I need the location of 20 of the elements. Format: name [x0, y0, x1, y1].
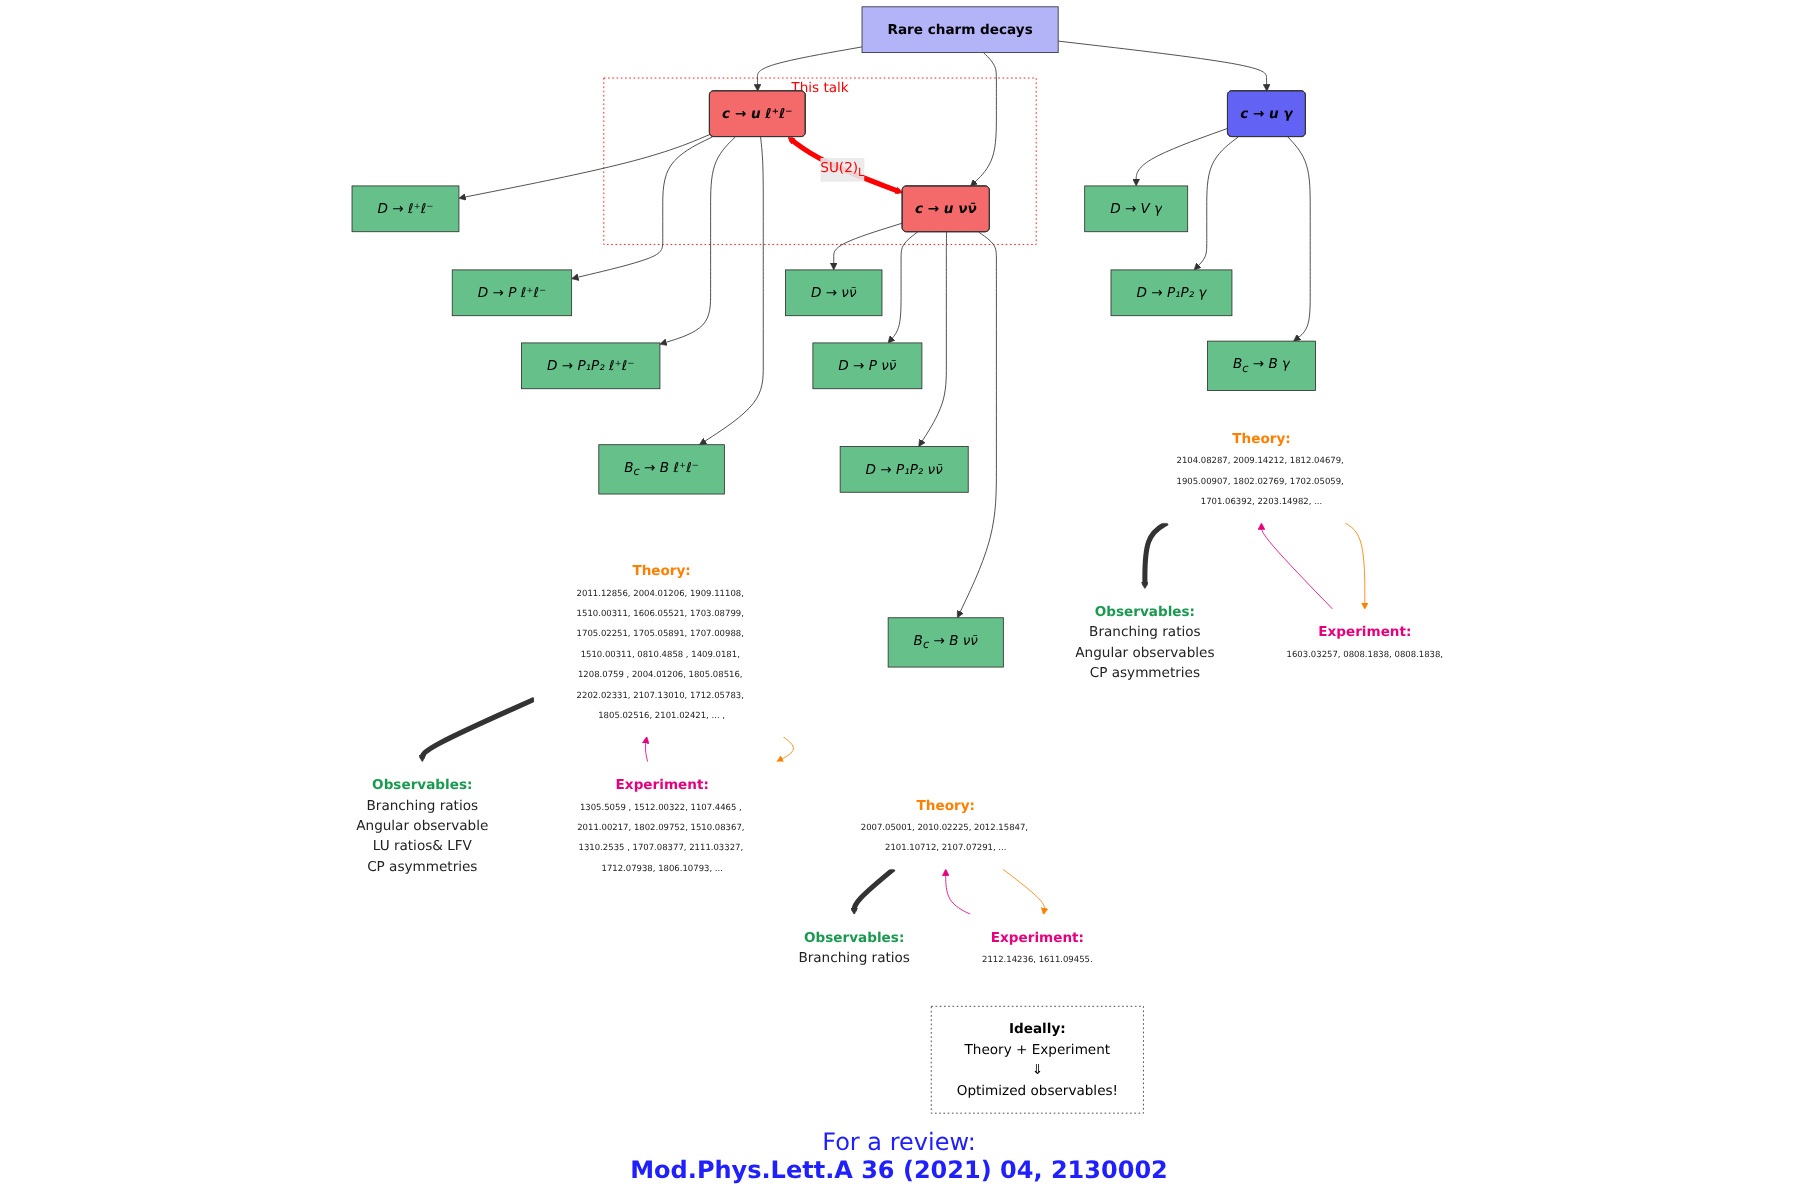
node-box: [839, 446, 968, 493]
node-box: [811, 342, 922, 390]
arrow: [417, 696, 535, 763]
node-box: [520, 342, 660, 390]
review-note: For a review:: [822, 1128, 976, 1156]
cluster: [602, 77, 1036, 245]
arrow: [849, 866, 895, 916]
node-box: [860, 6, 1058, 53]
arrow: [1140, 520, 1168, 590]
node-box: [597, 444, 725, 495]
node-box: [784, 269, 882, 317]
node-box: [930, 1005, 1144, 1114]
node-box: [1083, 185, 1188, 233]
node-box: [451, 269, 572, 317]
node-box: [1206, 340, 1316, 391]
reference-text: Mod.Phys.Lett.A 36 (2021) 04, 2130002: [630, 1156, 1168, 1184]
node-box: [1109, 269, 1232, 317]
node-box: [887, 617, 1004, 668]
arrow: [787, 136, 903, 194]
node-box: [350, 185, 459, 233]
